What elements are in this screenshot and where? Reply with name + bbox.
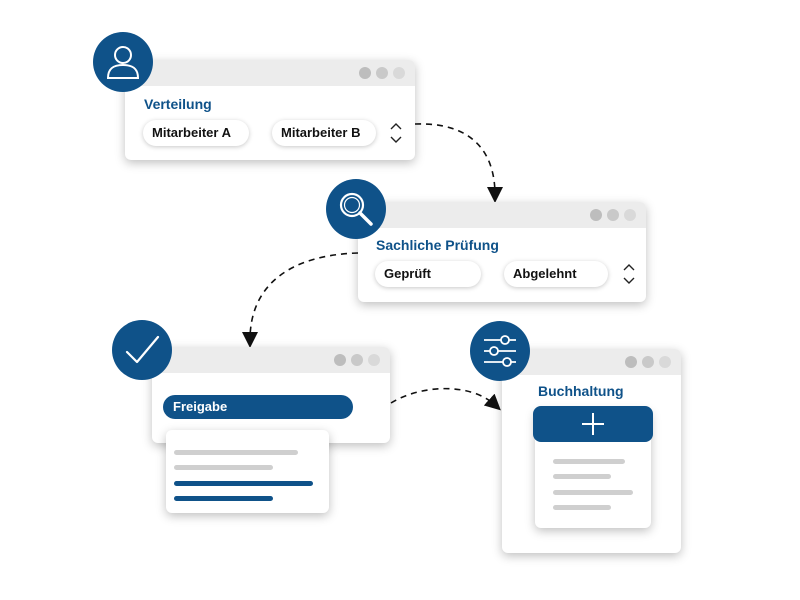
plus-icon [582,413,604,435]
pruefung-title: Sachliche Prüfung [376,237,499,253]
magnifier-icon [326,179,386,239]
placeholder-line [553,490,633,495]
placeholder-line [553,459,625,464]
arrow-pruefung-to-freigabe [242,252,359,348]
freigabe-dropdown-card [166,430,329,513]
window-dot-icon[interactable] [393,67,405,79]
verteilung-title: Verteilung [144,96,212,112]
stepper-icon[interactable] [622,261,636,287]
placeholder-line [553,505,611,510]
add-button[interactable] [533,406,653,442]
window-controls [590,209,636,221]
window-dot-icon[interactable] [334,354,346,366]
window-dot-icon[interactable] [376,67,388,79]
window-controls [359,67,405,79]
window-titlebar [152,347,390,373]
highlight-line [174,481,313,486]
window-titlebar [502,349,681,375]
window-dot-icon[interactable] [659,356,671,368]
window-dot-icon[interactable] [607,209,619,221]
highlight-line [174,496,273,501]
freigabe-button[interactable]: Freigabe [163,395,353,419]
arrow-freigabe-to-buchhaltung [390,387,501,411]
window-titlebar [125,60,415,86]
user-icon [93,32,153,92]
window-dot-icon[interactable] [624,209,636,221]
buchhaltung-title: Buchhaltung [538,383,624,399]
window-pruefung: Sachliche Prüfung Geprüft Abgelehnt [358,202,646,302]
option-geprueft[interactable]: Geprüft [375,261,481,287]
window-dot-icon[interactable] [590,209,602,221]
window-titlebar [358,202,646,228]
window-dot-icon[interactable] [368,354,380,366]
option-mitarbeiter-a[interactable]: Mitarbeiter A [143,120,249,146]
placeholder-line [174,450,298,455]
placeholder-line [174,465,273,470]
arrow-verteilung-to-pruefung [414,123,503,203]
option-abgelehnt[interactable]: Abgelehnt [504,261,608,287]
window-dot-icon[interactable] [642,356,654,368]
window-dot-icon[interactable] [359,67,371,79]
window-dot-icon[interactable] [351,354,363,366]
option-mitarbeiter-b[interactable]: Mitarbeiter B [272,120,376,146]
sliders-icon [470,321,530,381]
window-controls [625,356,671,368]
checkmark-icon [112,320,172,380]
window-dot-icon[interactable] [625,356,637,368]
window-verteilung: Verteilung Mitarbeiter A Mitarbeiter B [125,60,415,160]
window-controls [334,354,380,366]
placeholder-line [553,474,611,479]
stepper-icon[interactable] [389,120,403,146]
window-buchhaltung: Buchhaltung [502,349,681,553]
